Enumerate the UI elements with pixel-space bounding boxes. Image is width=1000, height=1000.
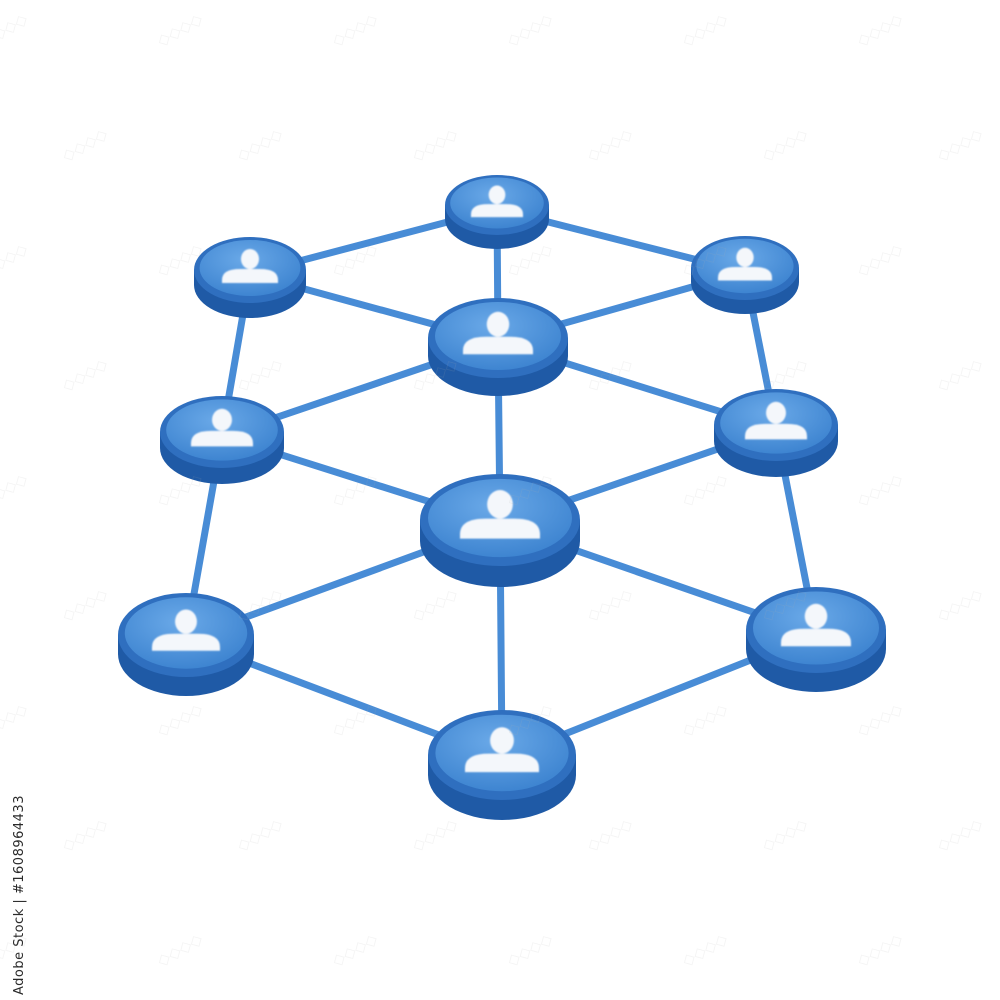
user-node <box>714 389 838 477</box>
user-icon-body <box>465 753 539 773</box>
user-icon-body <box>745 423 807 440</box>
user-node <box>160 396 284 484</box>
user-icon-head <box>241 249 259 269</box>
user-icon-head <box>175 609 197 634</box>
user-icon-head <box>736 247 754 268</box>
user-icon <box>460 490 540 539</box>
user-icon <box>718 247 772 281</box>
user-node <box>746 587 886 692</box>
user-icon <box>465 727 539 773</box>
user-node <box>428 710 576 820</box>
user-icon-body <box>460 518 540 539</box>
user-icon-body <box>463 336 533 355</box>
user-icon <box>781 603 851 647</box>
user-icon-body <box>471 204 523 218</box>
user-node <box>420 474 580 587</box>
user-icon-head <box>488 185 506 205</box>
user-icon <box>152 609 220 651</box>
stock-id-label: Adobe Stock | #1608964433 <box>12 795 27 995</box>
user-icon-body <box>152 633 220 651</box>
user-icon-head <box>487 490 513 519</box>
user-node <box>118 593 254 696</box>
user-node <box>428 298 568 396</box>
user-icon-body <box>191 430 253 447</box>
user-icon-head <box>766 401 786 424</box>
user-node <box>445 175 549 249</box>
user-icon <box>745 401 807 440</box>
user-node <box>691 236 799 314</box>
user-icon <box>222 249 278 283</box>
user-icon-head <box>804 603 828 629</box>
user-icon-body <box>718 267 772 281</box>
user-icon-head <box>212 408 232 431</box>
user-icon-head <box>486 311 510 337</box>
user-icon <box>463 311 533 355</box>
user-icon <box>471 185 523 218</box>
user-icon-body <box>222 269 278 283</box>
user-nodes <box>118 175 886 820</box>
user-icon-head <box>490 727 514 754</box>
user-icon-body <box>781 628 851 647</box>
user-node <box>194 237 306 318</box>
user-icon <box>191 408 253 447</box>
